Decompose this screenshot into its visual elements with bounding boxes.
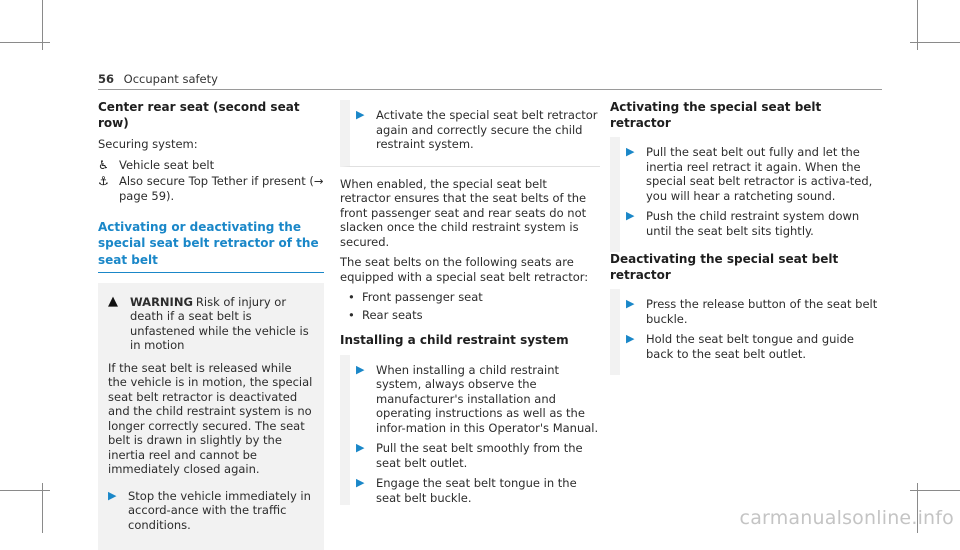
paragraph: When enabled, the special seat belt retr… <box>340 176 587 249</box>
top-tether-icon: ⚓ <box>98 174 109 189</box>
step-arrow-icon: ▶ <box>626 297 635 311</box>
step-arrow-icon: ▶ <box>108 488 117 502</box>
crop-mark <box>0 42 50 43</box>
step-arrow-icon: ▶ <box>626 145 635 159</box>
symbol-row: ⚓ Also secure Top Tether if present (→ p… <box>98 174 324 203</box>
step-text: When installing a child restraint system… <box>376 362 599 435</box>
crop-mark <box>42 483 43 533</box>
section-title: Occupant safety <box>123 72 218 86</box>
column-2: ▶ Activate the special seat belt retract… <box>340 100 600 511</box>
symbol-text: Also secure Top Tether if present (→ pag… <box>119 174 324 203</box>
step-item: ▶ Engage the seat belt tongue in the sea… <box>356 476 600 505</box>
section-heading: Deactivating the special seat belt retra… <box>610 252 839 282</box>
crop-mark <box>917 483 918 533</box>
warning-triangle-icon: ▲ <box>108 293 118 309</box>
header-divider <box>98 89 882 90</box>
step-arrow-icon: ▶ <box>626 209 635 223</box>
page-header: 56 Occupant safety <box>98 72 218 86</box>
step-item: ▶ Hold the seat belt tongue and guide ba… <box>626 332 880 361</box>
warning-body: If the seat belt is released while the v… <box>108 360 313 477</box>
step-text: Pull the seat belt out fully and let the… <box>646 145 873 203</box>
step-arrow-icon: ▶ <box>356 476 365 490</box>
step-item: ▶ Pull the seat belt smoothly from the s… <box>356 441 600 470</box>
seat-belt-icon: ♿ <box>98 157 109 172</box>
symbol-text: Vehicle seat belt <box>119 157 215 172</box>
step-arrow-icon: ▶ <box>356 108 365 121</box>
crop-mark <box>910 42 960 43</box>
list-item: • Front passenger seat <box>348 290 483 304</box>
column-1: Center rear seat (second seat row) Secur… <box>98 100 324 550</box>
crop-mark <box>42 0 43 50</box>
watermark: carmanualsonline.info <box>739 507 954 529</box>
crop-mark <box>917 0 918 50</box>
step-text: Press the release button of the seat bel… <box>646 297 878 326</box>
warning-step: ▶ Stop the vehicle immediately in accord… <box>108 489 314 533</box>
step-item: ▶ Pull the seat belt out fully and let t… <box>626 145 880 203</box>
continued-step-box: ▶ Activate the special seat belt retract… <box>340 100 600 167</box>
step-text: Engage the seat belt tongue in the seat … <box>376 476 577 505</box>
step-text: Push the child restraint system down unt… <box>646 209 860 238</box>
step-list: ▶ Press the release button of the seat b… <box>610 289 880 376</box>
column-3: Activating the special seat belt retract… <box>610 100 880 376</box>
step-list: ▶ Pull the seat belt out fully and let t… <box>610 137 880 253</box>
page-number: 56 <box>98 72 115 86</box>
section-heading: Activating the special seat belt retract… <box>610 100 822 130</box>
bullet-icon: • <box>348 290 355 304</box>
step-item: ▶ Push the child restraint system down u… <box>626 209 880 238</box>
step-item: ▶ Activate the special seat belt retract… <box>356 108 600 152</box>
step-text: Activate the special seat belt retractor… <box>376 108 598 151</box>
list-item: • Rear seats <box>348 307 423 322</box>
step-arrow-icon: ▶ <box>356 441 365 455</box>
bullet-icon: • <box>348 307 355 322</box>
crop-mark <box>910 490 960 491</box>
crop-mark <box>0 490 50 491</box>
paragraph: The seat belts on the following seats ar… <box>340 255 589 284</box>
step-arrow-icon: ▶ <box>626 332 635 346</box>
subsection-heading: Activating or deactivating the special s… <box>98 219 324 273</box>
section-heading: Installing a child restraint system <box>340 333 569 347</box>
section-heading: Center rear seat (second seat row) <box>98 100 300 130</box>
step-text: Hold the seat belt tongue and guide back… <box>646 332 854 361</box>
step-arrow-icon: ▶ <box>356 362 365 376</box>
step-text: Pull the seat belt smoothly from the sea… <box>376 441 583 470</box>
warning-title: WARNING <box>130 294 193 309</box>
step-list: ▶ When installing a child restraint syst… <box>340 354 600 506</box>
step-item: ▶ Press the release button of the seat b… <box>626 297 880 326</box>
symbol-row: ♿ Vehicle seat belt <box>98 158 324 173</box>
securing-label: Securing system: <box>98 137 198 152</box>
step-text: Stop the vehicle immediately in accord-a… <box>128 488 311 532</box>
warning-lead: Risk of injury or death if a seat belt i… <box>130 294 309 353</box>
step-item: ▶ When installing a child restraint syst… <box>356 363 600 436</box>
